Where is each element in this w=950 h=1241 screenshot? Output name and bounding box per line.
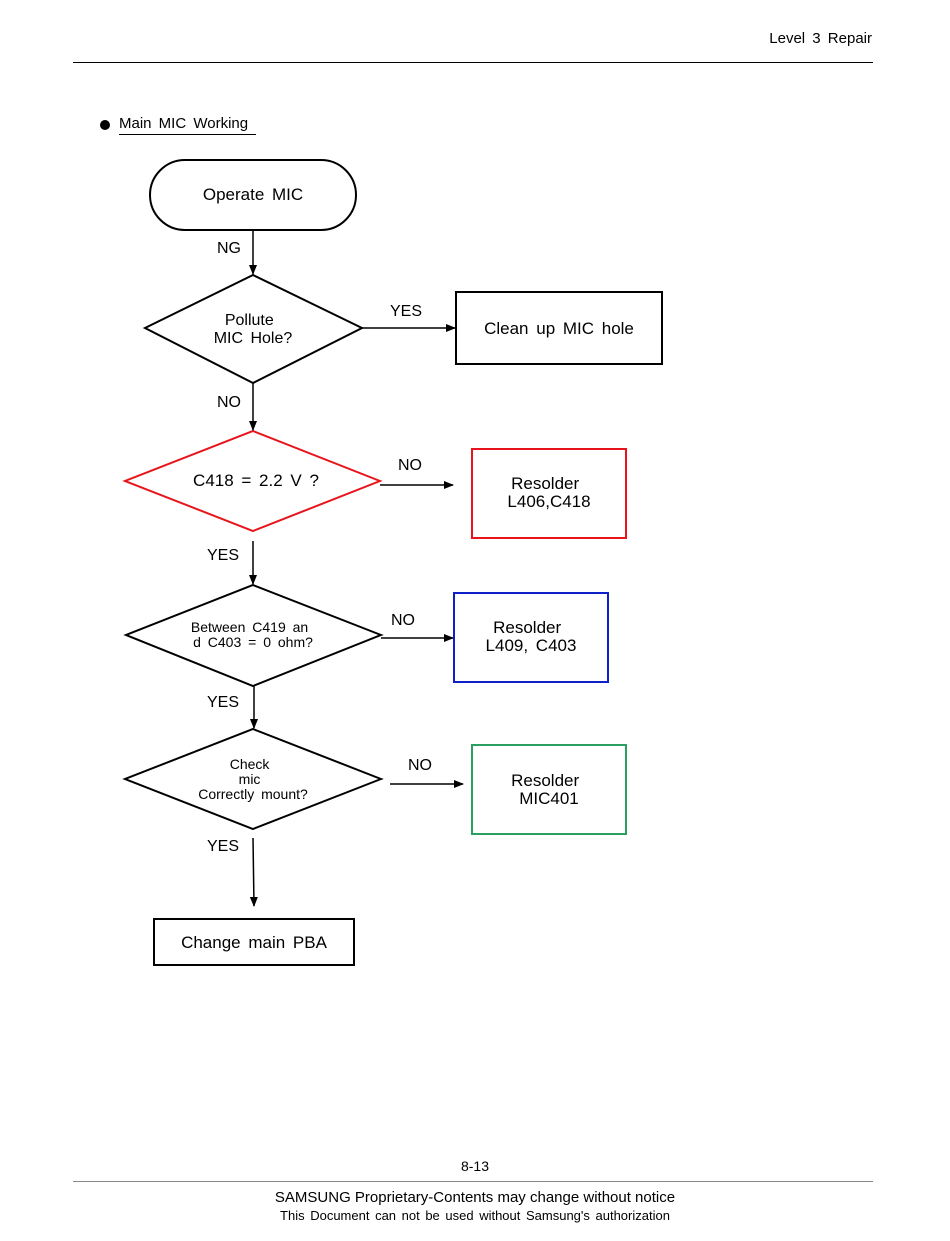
edge-label-no: NO bbox=[398, 457, 422, 474]
resolder3-label-line: MIC401 bbox=[519, 789, 579, 808]
page-number: 8-13 bbox=[460, 1158, 490, 1174]
edge-label-yes: YES bbox=[207, 694, 239, 711]
c418-label-line: C418 = 2.2 V ? bbox=[193, 471, 319, 490]
between-decision bbox=[123, 583, 384, 688]
resolder2-label-line: Resolder bbox=[493, 618, 561, 637]
edge-label-yes: YES bbox=[207, 838, 239, 855]
resolder2-label-line: L409, C403 bbox=[486, 636, 577, 655]
check-label-line: mic bbox=[239, 771, 261, 787]
c418-label: C418 = 2.2 V ? bbox=[193, 471, 319, 490]
resolder2-label: Resolder L409, C403 bbox=[486, 618, 577, 655]
resolder3-label: Resolder MIC401 bbox=[511, 771, 587, 808]
footer-notice: SAMSUNG Proprietary-Contents may change … bbox=[274, 1189, 676, 1206]
check-label-line: Correctly mount? bbox=[198, 786, 308, 802]
resolder1-process bbox=[471, 448, 627, 539]
check-decision bbox=[122, 727, 384, 831]
resolder1-label-line: Resolder bbox=[511, 474, 579, 493]
check-label-line: Check bbox=[230, 756, 271, 772]
footer-authorization: This Document can not be used without Sa… bbox=[280, 1208, 670, 1223]
header-title: Level 3 Repair bbox=[769, 30, 872, 47]
resolder2-process bbox=[453, 592, 609, 683]
pollute-label-line: MIC Hole? bbox=[214, 330, 293, 347]
between-label-line: Between C419 an bbox=[191, 619, 308, 635]
clean-label: Clean up MIC hole bbox=[484, 319, 634, 338]
bullet-icon bbox=[100, 120, 110, 130]
edge-label-ng: NG bbox=[217, 240, 241, 257]
section-heading: Main MIC Working bbox=[100, 115, 257, 135]
resolder1-label: Resolder L406,C418 bbox=[507, 474, 590, 511]
between-label-line: d C403 = 0 ohm? bbox=[193, 634, 313, 650]
edge-label-no: NO bbox=[217, 394, 241, 411]
c418-decision bbox=[122, 429, 383, 533]
connector-check-change bbox=[249, 837, 258, 907]
check-label: Check mic Correctly mount? bbox=[198, 756, 308, 802]
change-label: Change main PBA bbox=[181, 933, 328, 952]
clean-label-line: Clean up MIC hole bbox=[484, 319, 634, 338]
between-label: Between C419 an d C403 = 0 ohm? bbox=[191, 619, 315, 650]
resolder3-label-line: Resolder bbox=[511, 771, 579, 790]
section-title: Main MIC Working bbox=[119, 115, 257, 135]
resolder3-process bbox=[471, 744, 627, 835]
edge-label-yes: YES bbox=[390, 303, 422, 320]
pollute-label-line: Pollute bbox=[225, 312, 274, 329]
clean-process bbox=[455, 291, 663, 365]
change-label-line: Change main PBA bbox=[181, 933, 328, 952]
edge-label-no: NO bbox=[408, 757, 432, 774]
header-divider bbox=[73, 62, 873, 63]
change-process bbox=[153, 918, 355, 966]
footer-divider bbox=[73, 1181, 873, 1182]
edge-label-yes: YES bbox=[207, 547, 239, 564]
start-label: Operate MIC bbox=[203, 185, 303, 204]
resolder1-label-line: L406,C418 bbox=[507, 492, 590, 511]
start-label-line: Operate MIC bbox=[203, 185, 303, 204]
pollute-label: Pollute MIC Hole? bbox=[214, 312, 293, 347]
pollute-decision bbox=[142, 273, 365, 385]
edge-label-no: NO bbox=[391, 612, 415, 629]
